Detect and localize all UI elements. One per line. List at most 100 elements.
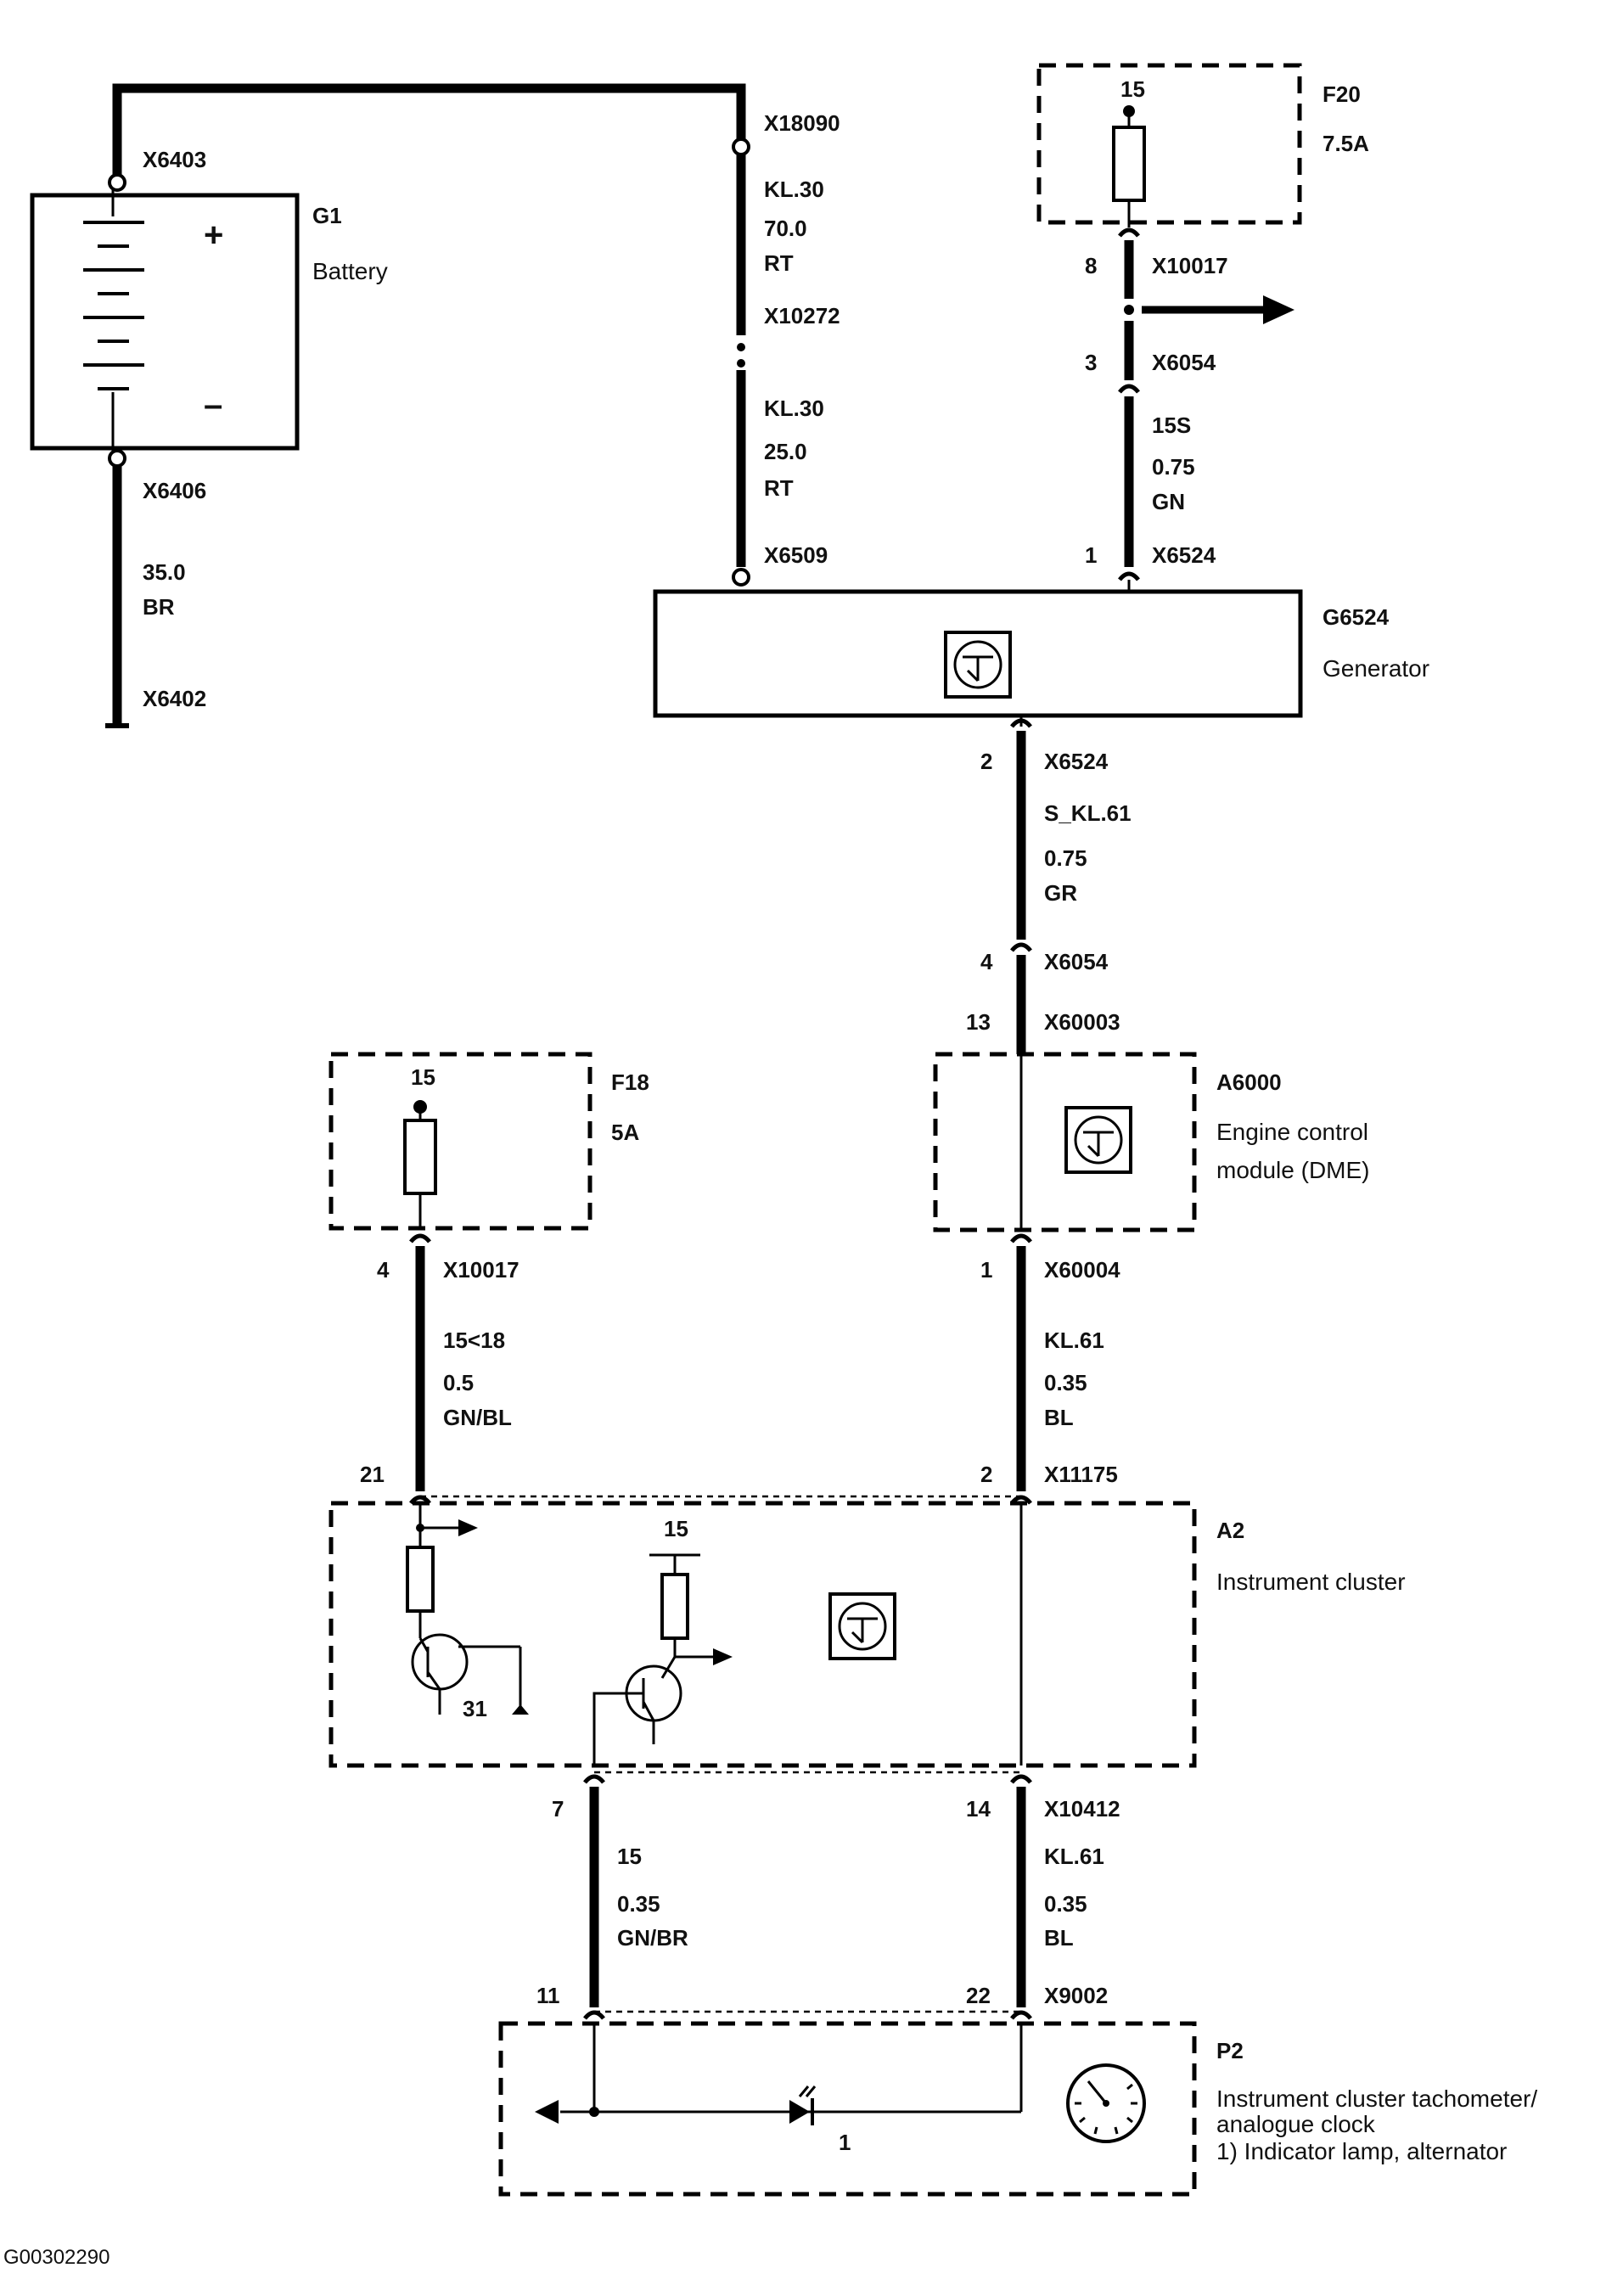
ecm-name-line1: Engine control xyxy=(1216,1119,1368,1145)
battery-minus-sign: – xyxy=(204,386,222,424)
cluster-left-term: 15 xyxy=(617,1844,642,1869)
cluster-right-color: BL xyxy=(1044,1925,1074,1951)
fuse-f20-icon xyxy=(1112,126,1146,202)
ground-symbol-icon xyxy=(512,1704,529,1715)
tacho-line2: analogue clock xyxy=(1216,2111,1376,2137)
feed-b-color: RT xyxy=(764,475,794,501)
fuse-f20-pin-a: 8 xyxy=(1085,253,1097,278)
generator-wire-term: S_KL.61 xyxy=(1044,800,1132,826)
cluster-left-color: GN/BR xyxy=(617,1925,688,1951)
fuse-f18-pin-b: 21 xyxy=(360,1462,385,1487)
fuse-f18-pin-a: 4 xyxy=(377,1257,390,1283)
fuse-f20-ref: F20 xyxy=(1323,81,1361,107)
fuse-f20-pin-b: 3 xyxy=(1085,350,1097,375)
connector-x10017-b-socket xyxy=(409,1233,431,1243)
generator-name: Generator xyxy=(1323,655,1429,682)
connector-x6054-b-socket xyxy=(1010,942,1032,952)
fuse-f18-wire-size: 0.5 xyxy=(443,1370,474,1395)
ecm-component: A6000 Engine control module (DME) 1 X600… xyxy=(933,1052,1369,1505)
ecm-wire-color: BL xyxy=(1044,1405,1074,1430)
tachometer-component: P2 Instrument cluster tachometer/ analog… xyxy=(498,2021,1537,2197)
fuse-f18-conn-a: X10017 xyxy=(443,1257,519,1283)
connector-x10272-pin-bottom xyxy=(737,359,745,368)
connector-x6509-label: X6509 xyxy=(764,542,828,568)
cluster-right-conn: X10412 xyxy=(1044,1796,1120,1822)
fuse-f18-ref: F18 xyxy=(611,1069,649,1095)
cluster-name: Instrument cluster xyxy=(1216,1569,1406,1595)
ecm-conn-b: X11175 xyxy=(1044,1462,1118,1487)
connector-x10017-socket xyxy=(1118,227,1140,238)
cluster-right-size: 0.35 xyxy=(1044,1891,1087,1917)
cluster-left-pin: 7 xyxy=(552,1796,564,1822)
fuse-f20-box xyxy=(1036,63,1302,225)
generator-conn-b: X6054 xyxy=(1044,949,1109,974)
generator-pin-b: 4 xyxy=(980,949,993,974)
continuation-arrow-icon xyxy=(1263,295,1294,324)
connector-x6403-terminal xyxy=(108,173,126,192)
connector-x6403-label: X6403 xyxy=(143,147,206,172)
connector-x18090-label: X18090 xyxy=(764,110,840,136)
cluster-left-size: 0.35 xyxy=(617,1891,660,1917)
connector-x10272-pin-top xyxy=(737,343,745,351)
fuse-f20-conn-b: X6054 xyxy=(1152,350,1216,375)
generator-box xyxy=(653,589,1303,718)
figure-id: G00302290 xyxy=(3,2246,110,2269)
ground-wire-color: BR xyxy=(143,594,175,620)
fuse-f18-component: F18 5A 15 4 X10017 15<18 0.5 GN/BL 21 xyxy=(329,1052,649,1505)
cluster-right-pin: 14 xyxy=(966,1796,991,1822)
cluster-right-conn-b: X9002 xyxy=(1044,1983,1108,2008)
generator-component: G6524 Generator 2 X6524 S_KL.61 0.75 GR … xyxy=(653,589,1429,1054)
tacho-arrow-icon xyxy=(535,2100,559,2124)
connector-x6509-terminal xyxy=(732,568,750,587)
feed-a-term: KL.30 xyxy=(764,177,824,202)
tacho-line1: Instrument cluster tachometer/ xyxy=(1216,2085,1537,2112)
battery-component: + – G1 Battery X6403 X6406 35.0 BR X6402 xyxy=(30,147,388,728)
battery-ref: G1 xyxy=(312,203,342,228)
connector-x60004-socket xyxy=(1010,1233,1032,1243)
fuse-f20-component: F20 7.5A 15 8 X10017 3 X6054 15S 0.75 GN… xyxy=(1036,63,1369,592)
fuse-f18-term: 15 xyxy=(411,1064,435,1090)
cluster-term-15: 15 xyxy=(664,1516,688,1541)
connector-x18090-terminal xyxy=(732,138,750,156)
fuse-f18-wire-term: 15<18 xyxy=(443,1328,505,1353)
fuse-f18-box xyxy=(329,1052,592,1231)
cluster-term-31: 31 xyxy=(463,1696,487,1721)
fuse-f20-rating: 7.5A xyxy=(1323,131,1369,156)
cluster-ref: A2 xyxy=(1216,1518,1244,1543)
ground-connector-label: X6402 xyxy=(143,686,206,711)
ecm-wire-term: KL.61 xyxy=(1044,1328,1104,1353)
feed-b-term: KL.30 xyxy=(764,396,824,421)
cluster-output-wires: 7 15 0.35 GN/BR 11 14 X10412 KL.61 0.35 … xyxy=(536,1771,1120,2020)
generator-out-pin: 2 xyxy=(980,749,992,774)
cluster-resistor-right xyxy=(660,1573,689,1640)
cluster-resistor-left xyxy=(406,1546,435,1613)
fuse-f20-conn-a: X10017 xyxy=(1152,253,1228,278)
instrument-cluster-box xyxy=(329,1501,1197,1768)
battery-symbol xyxy=(83,182,144,454)
cluster-left-pin-b: 11 xyxy=(536,1983,560,2008)
generator-wire-color: GR xyxy=(1044,880,1077,906)
fuse-f18-rating: 5A xyxy=(611,1120,639,1145)
fuse-f18-icon xyxy=(403,1119,437,1195)
generator-out-conn: X6524 xyxy=(1044,749,1109,774)
ecm-name-line2: module (DME) xyxy=(1216,1157,1369,1183)
cluster-right-pin-b: 22 xyxy=(966,1983,991,2008)
feed-wire-top xyxy=(112,83,746,175)
instrument-cluster-component: A2 Instrument cluster 31 15 xyxy=(329,1495,1406,1768)
battery-plus-sign: + xyxy=(204,216,223,254)
tacho-ref: P2 xyxy=(1216,2038,1244,2063)
battery-name: Battery xyxy=(312,258,388,284)
feed-b-size: 25.0 xyxy=(764,439,807,464)
feed-a-size: 70.0 xyxy=(764,216,807,241)
ecm-pin-b: 2 xyxy=(980,1462,992,1487)
generator-conn-c: X60003 xyxy=(1044,1009,1120,1035)
ecm-out-pin: 1 xyxy=(980,1257,992,1283)
splice-dot xyxy=(1124,305,1134,315)
connector-x6524-socket xyxy=(1118,571,1140,581)
fuse-f18-wire-color: GN/BL xyxy=(443,1405,512,1430)
tacho-lamp-label: 1 xyxy=(839,2130,851,2155)
generator-wire-size: 0.75 xyxy=(1044,845,1087,871)
main-feed-wire: X18090 KL.30 70.0 RT X10272 KL.30 25.0 R… xyxy=(112,83,840,587)
fuse-f20-wire-color: GN xyxy=(1152,489,1185,514)
